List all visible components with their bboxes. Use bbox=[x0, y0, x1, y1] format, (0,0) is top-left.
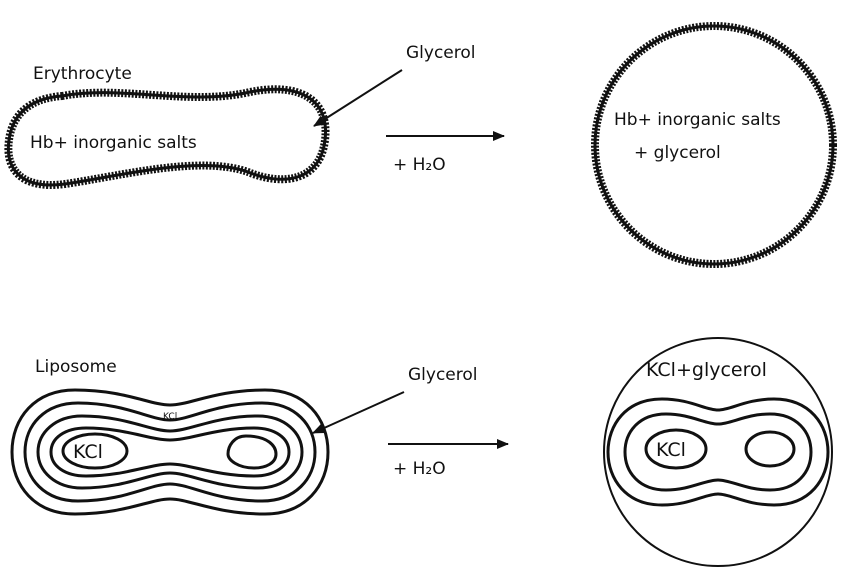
swollen-contents-line2: + glycerol bbox=[634, 143, 721, 163]
liposome-layer-1 bbox=[12, 390, 328, 514]
glycerol-pointer-arrow-top bbox=[314, 70, 402, 126]
swollen-liposome-core-label: KCl bbox=[656, 439, 686, 461]
swollen-liposome-label: KCl+glycerol bbox=[646, 359, 767, 381]
erythrocyte-contents-label: Hb+ inorganic salts bbox=[30, 133, 197, 153]
swollen-liposome-layer-inner bbox=[625, 414, 811, 490]
swollen-liposome-core-right bbox=[746, 432, 794, 466]
glycerol-pointer-arrow-bottom bbox=[313, 392, 404, 433]
water-label-bottom: + H₂O bbox=[393, 459, 446, 479]
swollen-liposome-bilayers bbox=[608, 399, 828, 505]
liposome-label: Liposome bbox=[35, 357, 117, 377]
liposome-core-label: KCl bbox=[73, 441, 103, 463]
glycerol-label-top: Glycerol bbox=[406, 43, 476, 63]
liposome-interlayer-label: KCl bbox=[163, 412, 177, 422]
liposome-core-right bbox=[228, 436, 276, 468]
swollen-contents-line1: Hb+ inorganic salts bbox=[614, 110, 781, 130]
water-label-top: + H₂O bbox=[393, 155, 446, 175]
glycerol-label-bottom: Glycerol bbox=[408, 365, 478, 385]
liposome-bilayers bbox=[12, 390, 328, 514]
erythrocyte-label: Erythrocyte bbox=[33, 64, 132, 84]
